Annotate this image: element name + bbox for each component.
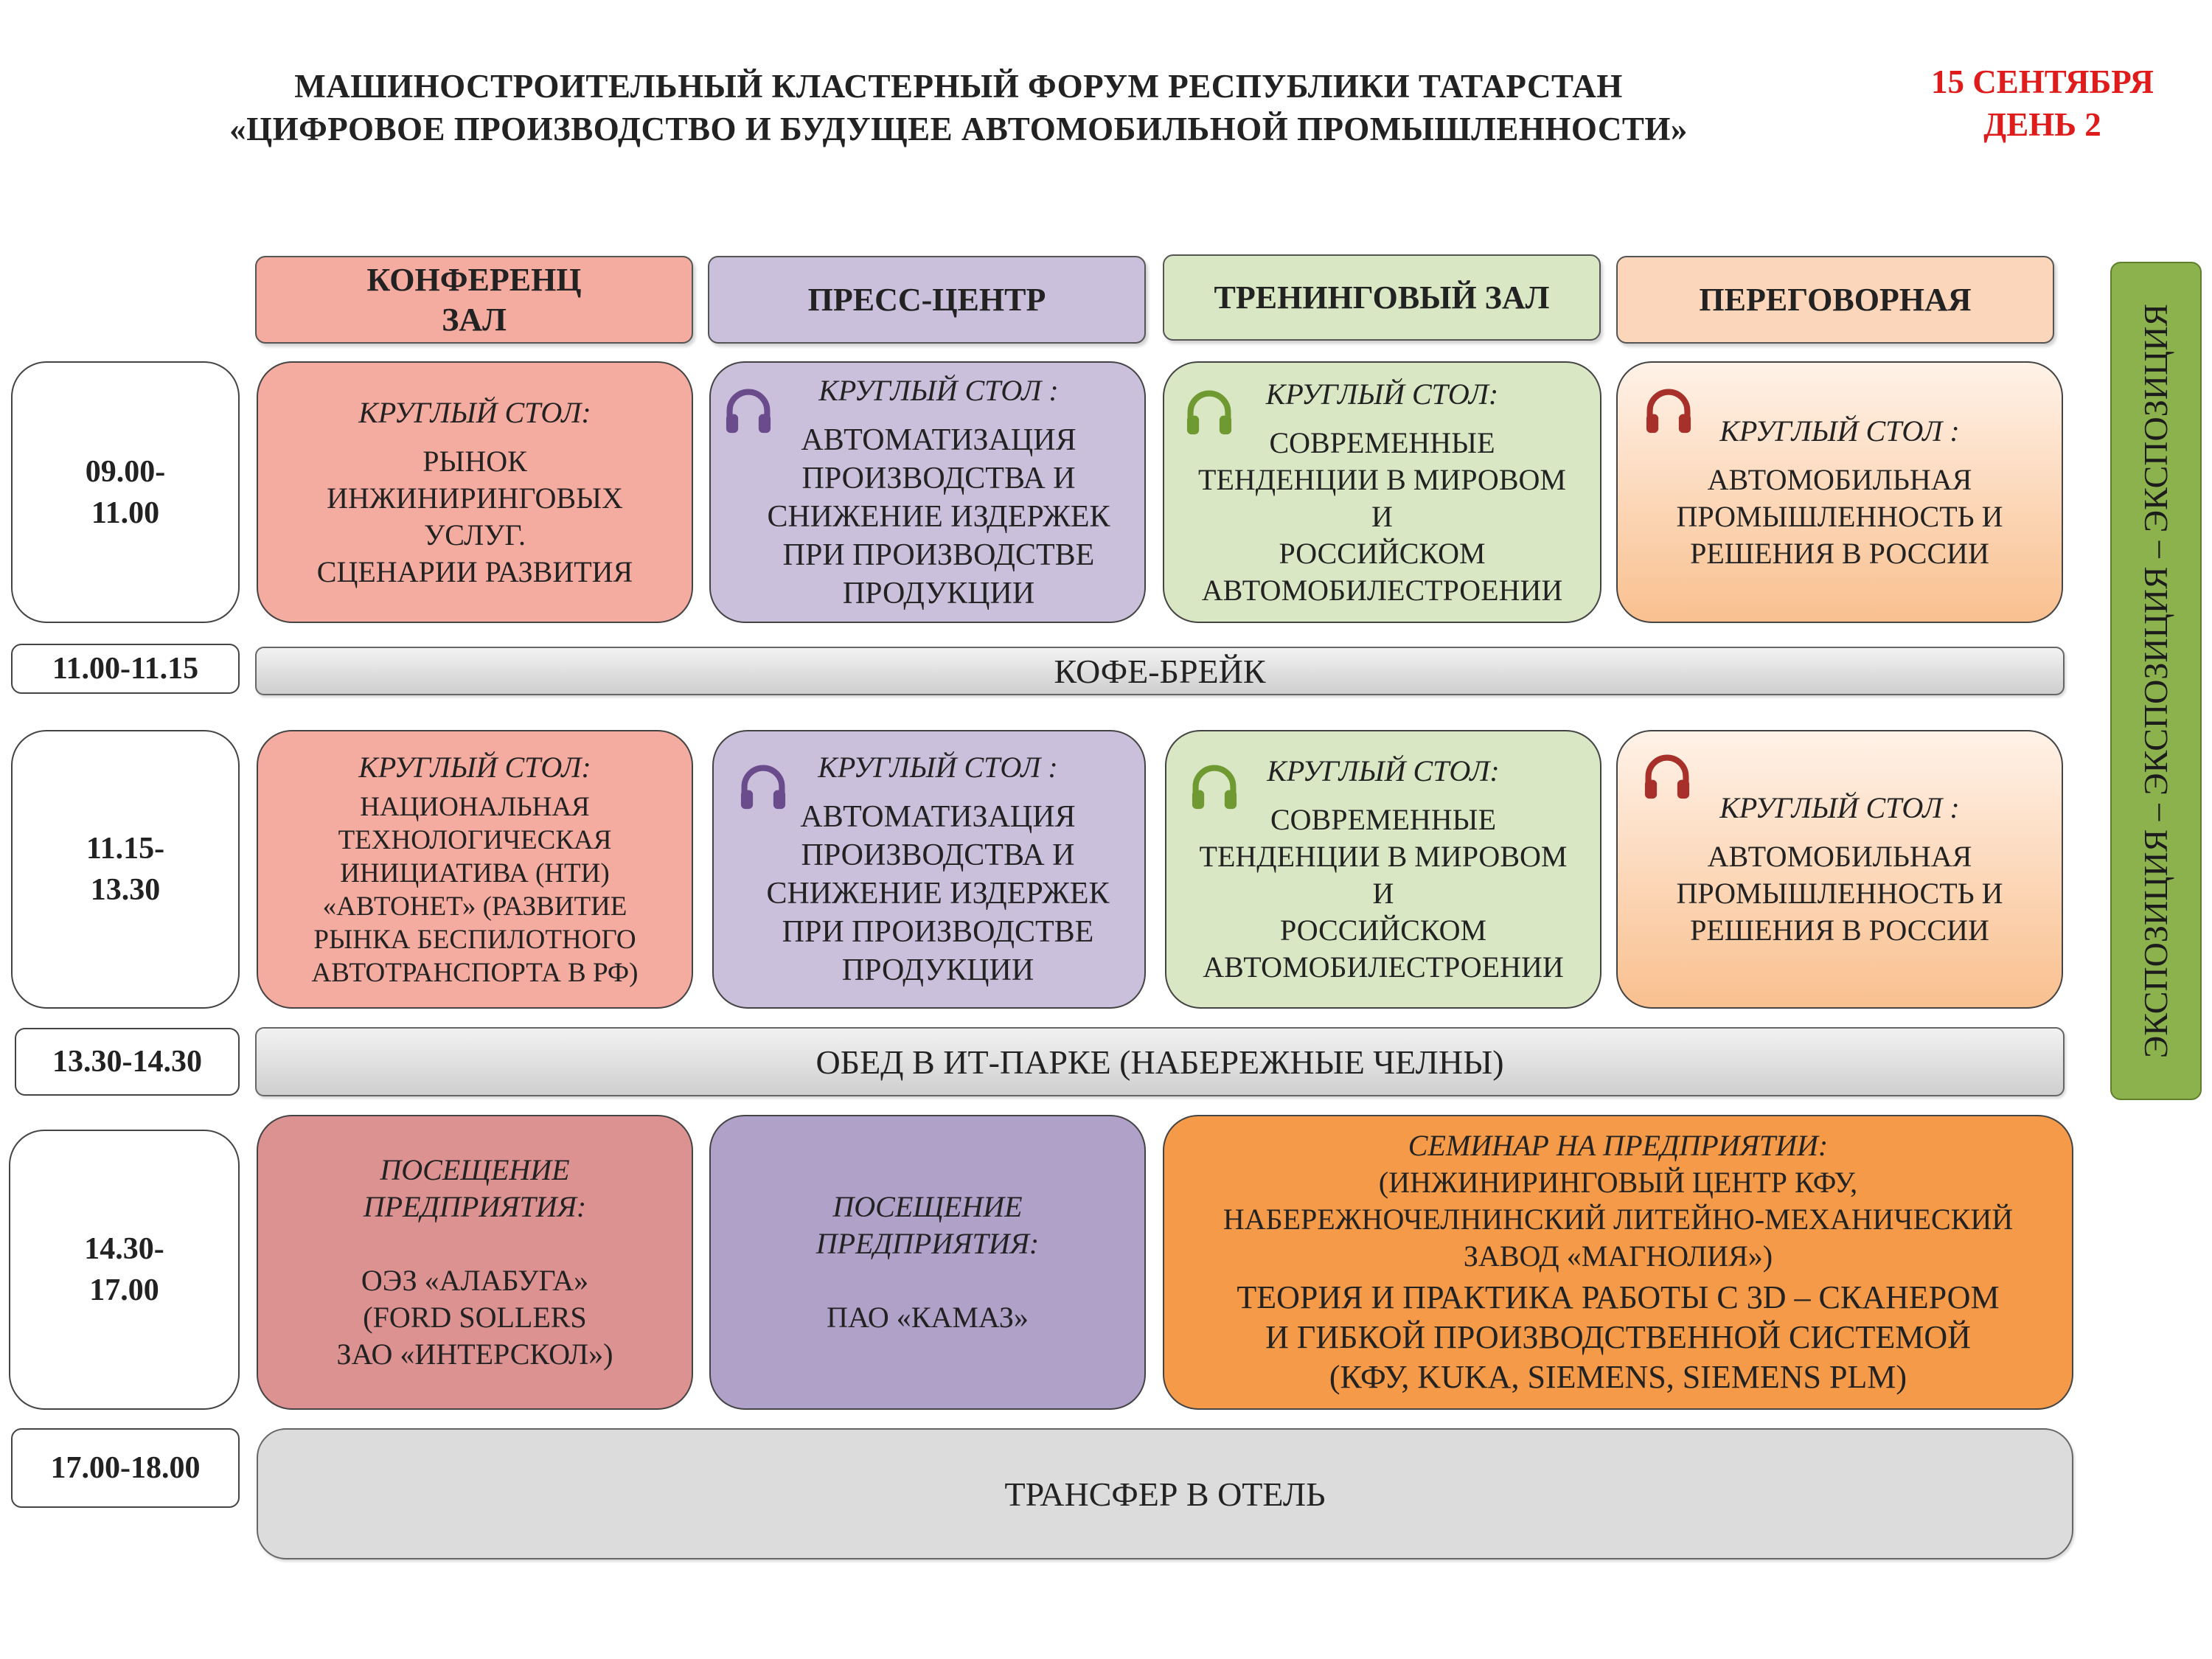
session-topic: АВТОМОБИЛЬНАЯ ПРОМЫШЛЕННОСТЬ И РЕШЕНИЯ В…: [1676, 840, 2003, 947]
session-kind: ПОСЕЩЕНИЕ ПРЕДПРИЯТИЯ:: [363, 1153, 587, 1223]
headphones-icon: [726, 389, 771, 434]
hall-header-meeting: ПЕРЕГОВОРНАЯ: [1616, 256, 2054, 344]
session-topic: ОЭЗ «АЛАБУГА» (FORD SOLLERS ЗАО «ИНТЕРСК…: [336, 1264, 613, 1371]
time-slot-2: 11.00-11.15: [11, 644, 240, 694]
time-slot-5: 14.30- 17.00: [9, 1130, 240, 1410]
headphones-icon: [1646, 389, 1691, 434]
transfer-bar: ТРАНСФЕР В ОТЕЛЬ: [257, 1428, 2073, 1559]
session-topic: ПАО «КАМАЗ»: [827, 1301, 1029, 1334]
session-kind: КРУГЛЫЙ СТОЛ:: [358, 395, 591, 429]
session-topic: АВТОМОБИЛЬНАЯ ПРОМЫШЛЕННОСТЬ И РЕШЕНИЯ В…: [1676, 462, 2003, 570]
session-kind: КРУГЛЫЙ СТОЛ:: [358, 751, 591, 784]
date-line-1: 15 СЕНТЯБРЯ: [1930, 63, 2154, 100]
session-kind: КРУГЛЫЙ СТОЛ:: [1267, 754, 1500, 787]
session-topic: НАЦИОНАЛЬНАЯ ТЕХНОЛОГИЧЕСКАЯ ИНИЦИАТИВА …: [311, 792, 639, 988]
session3-visit-kamaz: ПОСЕЩЕНИЕ ПРЕДПРИЯТИЯ: ПАО «КАМАЗ»: [709, 1115, 1146, 1410]
date-label: 15 СЕНТЯБРЯ ДЕНЬ 2: [1888, 60, 2197, 146]
session-topic: РЫНОК ИНЖИНИРИНГОВЫХ УСЛУГ. СЦЕНАРИИ РАЗ…: [316, 444, 633, 588]
session1-meeting: КРУГЛЫЙ СТОЛ : АВТОМОБИЛЬНАЯ ПРОМЫШЛЕННО…: [1616, 361, 2063, 623]
session-topic: АВТОМАТИЗАЦИЯ ПРОИЗВОДСТВА И СНИЖЕНИЕ ИЗ…: [766, 800, 1110, 987]
time-slot-4: 13.30-14.30: [15, 1028, 240, 1096]
session-kind: КРУГЛЫЙ СТОЛ :: [818, 751, 1058, 784]
title-line-2: «ЦИФРОВОЕ ПРОИЗВОДСТВО И БУДУЩЕЕ АВТОМОБ…: [229, 111, 1688, 147]
date-line-2: ДЕНЬ 2: [1983, 106, 2101, 143]
seminar-venue: (ИНЖИНИРИНГОВЫЙ ЦЕНТР КФУ, НАБЕРЕЖНОЧЕЛН…: [1222, 1166, 2014, 1273]
headphones-icon: [1644, 754, 1690, 799]
session3-visit-alabuga: ПОСЕЩЕНИЕ ПРЕДПРИЯТИЯ: ОЭЗ «АЛАБУГА» (FO…: [257, 1115, 693, 1410]
headphones-icon: [740, 765, 786, 810]
hall-header-training: ТРЕНИНГОВЫЙ ЗАЛ: [1163, 254, 1601, 341]
session2-press-center: КРУГЛЫЙ СТОЛ : АВТОМАТИЗАЦИЯ ПРОИЗВОДСТВ…: [712, 730, 1146, 1009]
session-kind: КРУГЛЫЙ СТОЛ:: [1265, 377, 1499, 411]
session1-press-center: КРУГЛЫЙ СТОЛ : АВТОМАТИЗАЦИЯ ПРОИЗВОДСТВ…: [709, 361, 1146, 623]
headphones-icon: [1186, 390, 1232, 435]
session2-training: КРУГЛЫЙ СТОЛ: СОВРЕМЕННЫЕ ТЕНДЕНЦИИ В МИ…: [1165, 730, 1601, 1009]
session-topic: СОВРЕМЕННЫЕ ТЕНДЕНЦИИ В МИРОВОМ И РОССИЙ…: [1198, 425, 1566, 607]
session-kind: ПОСЕЩЕНИЕ ПРЕДПРИЯТИЯ:: [815, 1190, 1040, 1260]
exposition-label: ЭКСПОЗИЦИЯ – ЭКСПОЗИЦИЯ – ЭКСПОЗИЦИЯ: [2137, 303, 2175, 1059]
session-topic: СОВРЕМЕННЫЕ ТЕНДЕНЦИИ В МИРОВОМ И РОССИЙ…: [1199, 803, 1568, 984]
page-title: МАШИНОСТРОИТЕЛЬНЫЙ КЛАСТЕРНЫЙ ФОРУМ РЕСП…: [111, 65, 1806, 150]
session1-conference: КРУГЛЫЙ СТОЛ: РЫНОК ИНЖИНИРИНГОВЫХ УСЛУГ…: [257, 361, 693, 623]
title-line-1: МАШИНОСТРОИТЕЛЬНЫЙ КЛАСТЕРНЫЙ ФОРУМ РЕСП…: [294, 68, 1623, 105]
session1-training: КРУГЛЫЙ СТОЛ: СОВРЕМЕННЫЕ ТЕНДЕНЦИИ В МИ…: [1163, 361, 1601, 623]
session2-meeting: КРУГЛЫЙ СТОЛ : АВТОМОБИЛЬНАЯ ПРОМЫШЛЕННО…: [1616, 730, 2063, 1009]
session-topic: АВТОМАТИЗАЦИЯ ПРОИЗВОДСТВА И СНИЖЕНИЕ ИЗ…: [767, 422, 1110, 611]
session-kind: КРУГЛЫЙ СТОЛ :: [1719, 791, 1960, 824]
hall-header-conference: КОНФЕРЕНЦ ЗАЛ: [255, 256, 693, 344]
session-kind: КРУГЛЫЙ СТОЛ :: [818, 373, 1059, 407]
coffee-break-bar: КОФЕ-БРЕЙК: [255, 647, 2065, 695]
exposition-bar: ЭКСПОЗИЦИЯ – ЭКСПОЗИЦИЯ – ЭКСПОЗИЦИЯ: [2110, 262, 2202, 1100]
time-slot-3: 11.15- 13.30: [11, 730, 240, 1009]
hall-header-press-center: ПРЕСС-ЦЕНТР: [708, 256, 1146, 344]
time-slot-1: 09.00- 11.00: [11, 361, 240, 623]
seminar-topic: ТЕОРИЯ И ПРАКТИКА РАБОТЫ С 3D – СКАНЕРОМ…: [1237, 1279, 2000, 1395]
session-kind: КРУГЛЫЙ СТОЛ :: [1719, 414, 1960, 448]
session3-seminar: СЕМИНАР НА ПРЕДПРИЯТИИ: (ИНЖИНИРИНГОВЫЙ …: [1163, 1115, 2073, 1410]
headphones-icon: [1192, 765, 1237, 810]
lunch-bar: ОБЕД В ИТ-ПАРКЕ (НАБЕРЕЖНЫЕ ЧЕЛНЫ): [255, 1027, 2065, 1096]
session2-conference: КРУГЛЫЙ СТОЛ: НАЦИОНАЛЬНАЯ ТЕХНОЛОГИЧЕСК…: [257, 730, 693, 1009]
time-slot-6: 17.00-18.00: [11, 1428, 240, 1508]
session-kind: СЕМИНАР НА ПРЕДПРИЯТИИ:: [1408, 1129, 1829, 1162]
